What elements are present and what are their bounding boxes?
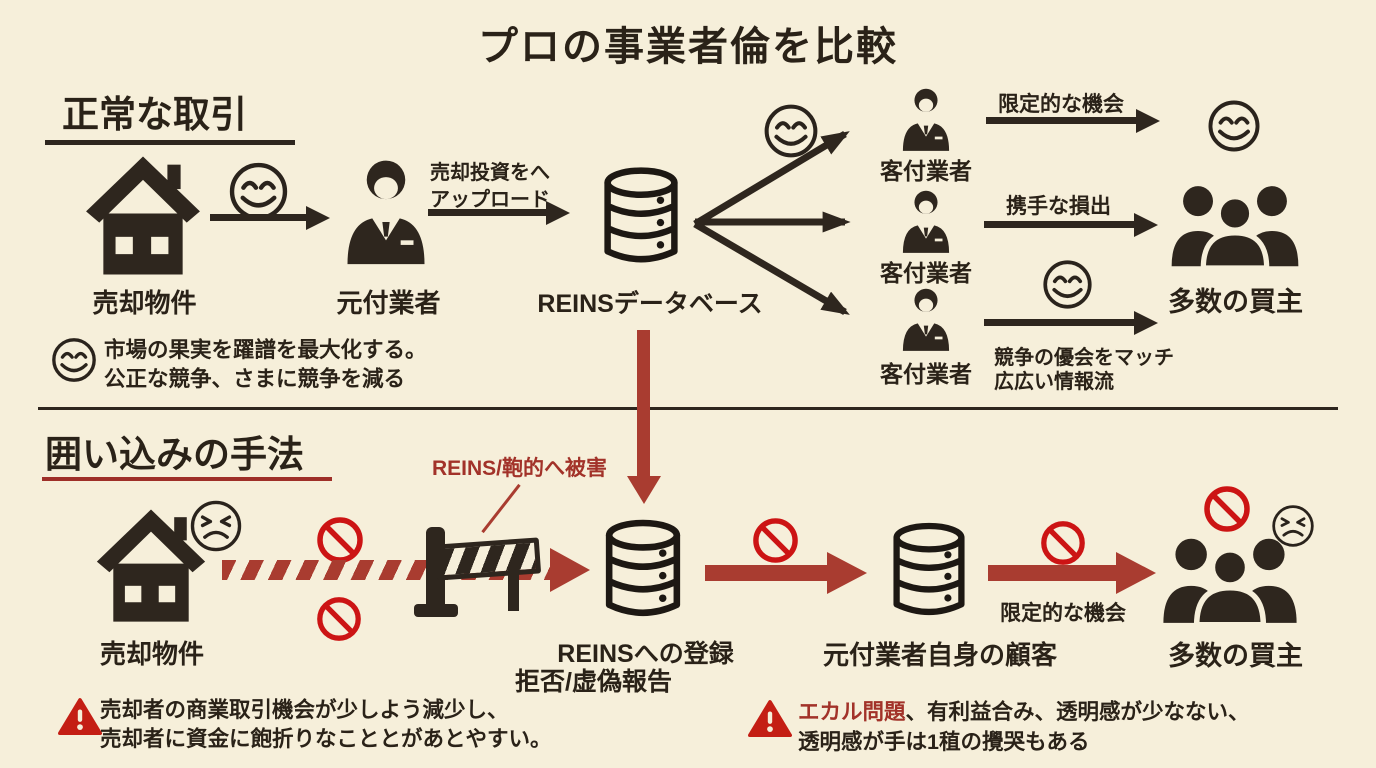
outcome1-label: 限定的な機会	[998, 93, 1124, 116]
prohibited-icon	[317, 517, 363, 563]
warning-icon	[748, 700, 792, 738]
buyers-group-icon	[1163, 538, 1297, 625]
arrow-reins-down	[637, 330, 650, 478]
arrow-property-to-agent	[210, 214, 306, 221]
outcome2-label: 携手な損出	[1006, 195, 1111, 218]
outcome3-line1: 競争の優会をマッチ	[994, 347, 1174, 369]
section-divider	[38, 407, 1338, 410]
buyer-agent-icon	[902, 288, 950, 351]
smiley-icon	[764, 104, 818, 158]
buyers-group-icon	[1171, 186, 1299, 268]
buyer-agent-label: 客付業者	[880, 158, 972, 184]
section-normal-heading: 正常な取引	[62, 94, 247, 135]
smiley-icon	[52, 338, 96, 382]
arrow-agent-to-reins	[428, 209, 546, 216]
smiley-icon	[1043, 260, 1092, 309]
barrier-leg	[508, 565, 519, 611]
reins-database-icon	[605, 519, 681, 616]
buyer-agent-label: 客付業者	[880, 260, 972, 286]
prohibited-icon	[753, 518, 798, 563]
warning-right-highlight: エカル問題	[798, 700, 906, 724]
barrier-bar	[434, 537, 542, 581]
buyer-agent-icon	[902, 190, 950, 253]
normal-note-line1: 市場の果実を躍譜を最大化する。	[104, 338, 427, 362]
house-icon	[86, 156, 200, 275]
arrow-outcome1	[986, 117, 1136, 124]
property-label: 売却物件	[92, 288, 197, 318]
house-icon	[96, 509, 206, 622]
angry-face-icon	[190, 500, 242, 552]
own-customers-label: 元付業者自身の顧客	[822, 640, 1057, 670]
arrow-customers-to-buyers	[988, 565, 1116, 581]
warning-icon	[58, 698, 102, 736]
warning-left-line1: 売却者の商業取引機会が少しよう減少し、	[100, 698, 509, 722]
section-enclosure-heading: 囲い込みの手法	[45, 434, 304, 475]
customers-database-icon	[893, 522, 965, 616]
smiley-icon	[1208, 100, 1260, 152]
buyers-label: 多数の買主	[1168, 287, 1303, 317]
outcome3-line2: 広広い情報流	[994, 371, 1114, 393]
warning-right-rest: 、有利益合み、透明感が少なない、	[905, 700, 1250, 724]
block-damage-label: REINS/鞄的へ被害	[432, 457, 608, 480]
buyer-agent-label: 客付業者	[880, 361, 972, 387]
warning-right-line1: エカル問題、有利益合み、透明感が少なない、	[798, 695, 1250, 726]
arrow-outcome2	[984, 221, 1134, 228]
buyers-label: 多数の買主	[1168, 641, 1303, 671]
reins-database-icon	[604, 167, 678, 263]
listing-agent-icon	[347, 160, 425, 265]
barrier-base	[414, 604, 458, 617]
upload-note-line1: 売却投資をへ	[430, 162, 550, 184]
limited-opportunity-label: 限定的な機会	[1000, 602, 1126, 625]
prohibited-icon	[317, 597, 361, 641]
smiley-icon	[229, 162, 288, 221]
listing-agent-label: 元付業者	[336, 288, 441, 318]
warning-right-line2: 透明感が手は1稙の攪哭もある	[798, 730, 1090, 754]
upload-note-line2: アップロード	[430, 189, 550, 211]
prohibited-icon	[1041, 521, 1085, 565]
fan-arrows	[693, 130, 851, 316]
prohibited-icon	[1204, 486, 1250, 532]
warning-left-line2: 売却者に資金に飽折りなこととがあとやすい。	[100, 727, 552, 751]
blocked-arrow-head	[550, 548, 590, 592]
pointer-line	[481, 483, 521, 534]
buyer-agent-icon	[902, 88, 950, 151]
property-label: 売却物件	[99, 639, 204, 669]
reins-database-label: REINSデータベース	[537, 290, 763, 318]
registration-refusal-line1: REINSへの登録	[557, 640, 734, 668]
page-title: プロの事業者倫を比較	[478, 25, 898, 69]
heading-underline	[45, 140, 295, 145]
arrow-outcome3	[984, 319, 1134, 326]
normal-note-line2: 公正な競争、さまに競争を減る	[104, 367, 406, 391]
registration-refusal-line2: 拒否/虚偽報告	[515, 668, 672, 696]
heading-underline-red	[42, 477, 332, 481]
angry-face-icon	[1272, 505, 1314, 547]
arrow-db-to-customers	[705, 565, 827, 581]
